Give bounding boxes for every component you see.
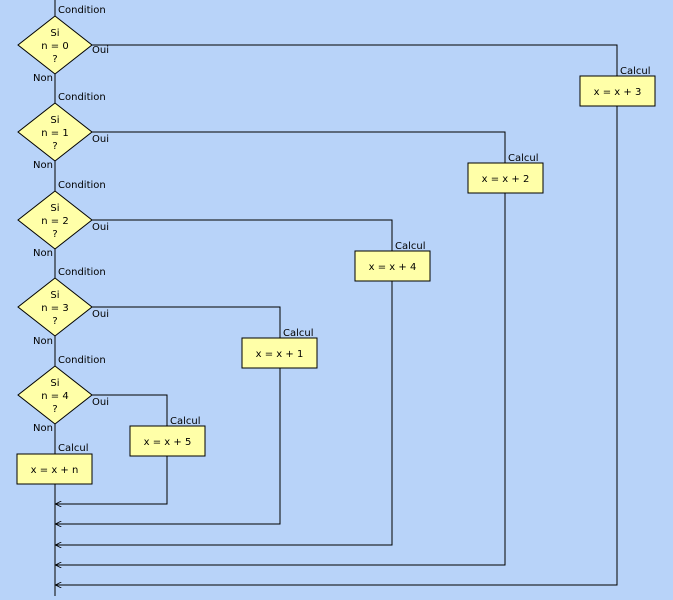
decision-n1[interactable] <box>17 102 93 162</box>
decision-n2-q: ? <box>52 229 57 240</box>
process-box-n0[interactable] <box>579 75 656 107</box>
decision-n0-si: Si <box>50 28 59 39</box>
decision-n2-expr: n = 2 <box>41 216 68 227</box>
decision-n0[interactable] <box>17 15 93 75</box>
condition-label: Condition <box>58 92 106 103</box>
process-box-default[interactable] <box>16 453 93 485</box>
calcul-label: Calcul <box>620 66 651 77</box>
yes-branch-line-n2 <box>92 219 393 251</box>
return-line-n1 <box>56 193 506 565</box>
decision-n3-si: Si <box>50 290 59 301</box>
yes-label: Oui <box>92 134 109 145</box>
process-n1-expr: x = x + 2 <box>482 174 530 185</box>
no-label: Non <box>33 336 53 347</box>
yes-label: Oui <box>92 397 109 408</box>
decision-n0-q: ? <box>52 54 57 65</box>
yes-branch-line-n4 <box>92 394 168 426</box>
calcul-label: Calcul <box>508 153 539 164</box>
no-label: Non <box>33 73 53 84</box>
yes-branch-line-n0 <box>92 44 618 76</box>
process-default-expr: x = x + n <box>31 465 79 476</box>
process-n3-expr: x = x + 1 <box>256 349 304 360</box>
no-label: Non <box>33 248 53 259</box>
decision-n0-expr: n = 0 <box>41 41 68 52</box>
yes-branch-line-n1 <box>92 131 506 163</box>
process-box-n2[interactable] <box>354 250 431 282</box>
decision-n3-expr: n = 3 <box>41 303 68 314</box>
condition-label: Condition <box>58 5 106 16</box>
calcul-label: Calcul <box>395 241 426 252</box>
process-box-n4[interactable] <box>129 425 206 457</box>
process-box-n3[interactable] <box>241 337 318 369</box>
process-n0-expr: x = x + 3 <box>594 87 642 98</box>
process-box-n1[interactable] <box>467 162 544 194</box>
no-label: Non <box>33 423 53 434</box>
return-line-n3 <box>56 368 281 524</box>
calcul-label: Calcul <box>170 416 201 427</box>
return-line-n0 <box>56 106 618 585</box>
process-n4-expr: x = x + 5 <box>144 437 192 448</box>
decision-n3[interactable] <box>17 277 93 337</box>
yes-label: Oui <box>92 222 109 233</box>
yes-label: Oui <box>92 45 109 56</box>
decision-n1-si: Si <box>50 115 59 126</box>
decision-n4-expr: n = 4 <box>41 391 68 402</box>
decision-n4[interactable] <box>17 365 93 425</box>
process-n2-expr: x = x + 4 <box>369 262 417 273</box>
decision-n1-q: ? <box>52 141 57 152</box>
condition-label: Condition <box>58 267 106 278</box>
decision-n2[interactable] <box>17 190 93 250</box>
return-line-n4 <box>56 456 168 504</box>
decision-n4-q: ? <box>52 404 57 415</box>
decision-n2-si: Si <box>50 203 59 214</box>
return-line-n2 <box>56 281 393 545</box>
calcul-label: Calcul <box>283 328 314 339</box>
decision-n3-q: ? <box>52 316 57 327</box>
condition-label: Condition <box>58 180 106 191</box>
no-label: Non <box>33 160 53 171</box>
condition-label: Condition <box>58 355 106 366</box>
yes-label: Oui <box>92 309 109 320</box>
decision-n4-si: Si <box>50 378 59 389</box>
calcul-label: Calcul <box>58 443 89 454</box>
decision-n1-expr: n = 1 <box>41 128 68 139</box>
yes-branch-line-n3 <box>92 306 281 338</box>
